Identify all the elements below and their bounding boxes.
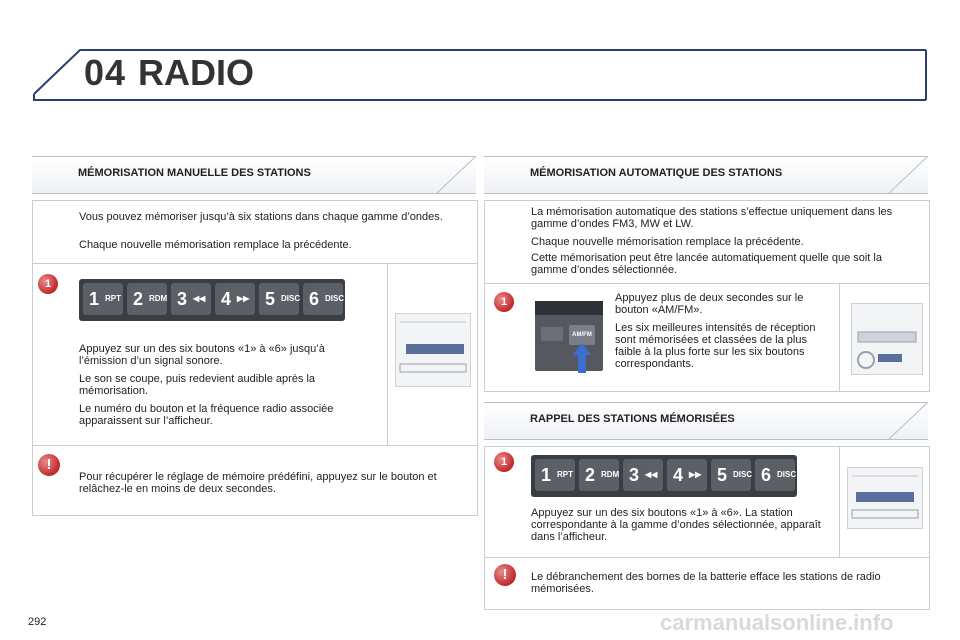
preset-button-label: DISC: [281, 294, 301, 303]
preset-button-label: ◀◀: [645, 470, 658, 479]
header-corner-decoration: [435, 156, 476, 194]
preset-button-label: RDM: [149, 294, 168, 303]
recall-warning-text: Le débranchement des bornes de la batter…: [531, 571, 881, 595]
manual-intro-1: Vous pouvez mémoriser jusqu’à six statio…: [79, 211, 443, 223]
preset-button-1: 1 RPT: [535, 459, 575, 491]
preset-button-2: 2 RDM: [579, 459, 619, 491]
preset-button-3: 3 ◀◀: [171, 283, 211, 315]
radio-panel-image: [847, 467, 923, 529]
preset-button-label: DISC: [733, 470, 753, 479]
amfm-button-image: AM/FM: [535, 301, 603, 373]
preset-button-6: 6 DISC: [303, 283, 345, 315]
section-title-auto: MÉMORISATION AUTOMATIQUE DES STATIONS: [530, 167, 783, 179]
auto-step-text-1: Appuyez plus de deux secondes sur le bou…: [615, 292, 804, 316]
preset-button-label: ◀◀: [193, 294, 206, 303]
preset-button-number: 1: [541, 465, 552, 485]
preset-button-number: 1: [89, 289, 100, 309]
warning-icon-manual: !: [38, 454, 60, 476]
header-corner-decoration: [887, 156, 928, 194]
section-header-auto: MÉMORISATION AUTOMATIQUE DES STATIONS: [484, 156, 928, 194]
arrow-up-icon: [573, 343, 591, 373]
preset-button-number: 4: [673, 465, 684, 485]
warning-icon-recall: !: [494, 564, 516, 586]
preset-button-4: 4 ▶▶: [667, 459, 707, 491]
step-badge-manual: 1: [38, 274, 58, 294]
radio-panel-drawing: [399, 321, 467, 373]
auto-intro-1: La mémorisation automatique des stations…: [531, 206, 893, 230]
preset-button-5: 5 DISC: [711, 459, 753, 491]
preset-buttons-image: 1 RPT 2 RDM 3 ◀◀ 4 ▶▶ 5 DISC 6 DISC: [79, 279, 345, 321]
preset-button-label: RPT: [105, 294, 121, 303]
auto-step-text-2: Les six meilleures intensités de récepti…: [615, 322, 816, 370]
manual-memorisation-box: Vous pouvez mémoriser jusqu’à six statio…: [32, 200, 478, 516]
manual-warning-text: Pour récupérer le réglage de mémoire pré…: [79, 471, 437, 495]
preset-button-number: 6: [309, 289, 320, 309]
amfm-button: AM/FM: [569, 325, 595, 345]
preset-button-number: 2: [133, 289, 144, 309]
preset-button-number: 2: [585, 465, 596, 485]
recall-step-text: Appuyez sur un des six boutons «1» à «6»…: [531, 507, 821, 543]
preset-button-label: RDM: [601, 470, 620, 479]
chapter-header-frame: [33, 49, 927, 101]
manual-step-text-1: Appuyez sur un des six boutons «1» à «6»…: [79, 343, 325, 367]
chapter-number: 04: [84, 52, 127, 93]
manual-intro-2: Chaque nouvelle mémorisation remplace la…: [79, 239, 352, 251]
radio-panel-drawing: [857, 331, 917, 369]
auto-intro-3: Cette mémorisation peut être lancée auto…: [531, 252, 882, 276]
auto-intro-2: Chaque nouvelle mémorisation remplace la…: [531, 236, 804, 248]
preset-button-label: DISC: [325, 294, 345, 303]
preset-button-number: 6: [761, 465, 772, 485]
preset-button-5: 5 DISC: [259, 283, 301, 315]
preset-button-number: 4: [221, 289, 232, 309]
section-title-manual: MÉMORISATION MANUELLE DES STATIONS: [78, 167, 311, 179]
preset-button-6: 6 DISC: [755, 459, 797, 491]
preset-button-label: DISC: [777, 470, 797, 479]
watermark: carmanualsonline.info: [660, 610, 894, 635]
preset-button-1: 1 RPT: [83, 283, 123, 315]
preset-button-4: 4 ▶▶: [215, 283, 255, 315]
preset-button-number: 5: [717, 465, 728, 485]
header-corner-decoration: [887, 402, 928, 440]
preset-buttons-image: 1 RPT 2 RDM 3 ◀◀ 4 ▶▶ 5 DISC 6 DISC: [531, 455, 797, 497]
section-header-manual: MÉMORISATION MANUELLE DES STATIONS: [32, 156, 476, 194]
preset-button-number: 5: [265, 289, 276, 309]
manual-step-text-2: Le son se coupe, puis redevient audible …: [79, 373, 316, 397]
radio-panel-image: [851, 303, 923, 375]
preset-button-3: 3 ◀◀: [623, 459, 663, 491]
preset-button-label: ▶▶: [237, 294, 250, 303]
preset-button-2: 2 RDM: [127, 283, 167, 315]
preset-button-number: 3: [177, 289, 188, 309]
radio-panel-image: [395, 313, 471, 387]
step-badge-recall: 1: [494, 452, 514, 472]
preset-button-number: 3: [629, 465, 640, 485]
section-title-recall: RAPPEL DES STATIONS MÉMORISÉES: [530, 413, 735, 425]
preset-button-label: ▶▶: [689, 470, 702, 479]
chapter-title: RADIO: [138, 52, 254, 93]
auto-memorisation-box: La mémorisation automatique des stations…: [484, 200, 930, 392]
radio-panel-drawing: [851, 475, 919, 519]
step-badge-auto: 1: [494, 292, 514, 312]
section-header-recall: RAPPEL DES STATIONS MÉMORISÉES: [484, 402, 928, 440]
page-number: 292: [28, 616, 47, 628]
manual-step-text-3: Le numéro du bouton et la fréquence radi…: [79, 403, 334, 427]
preset-button-label: RPT: [557, 470, 573, 479]
